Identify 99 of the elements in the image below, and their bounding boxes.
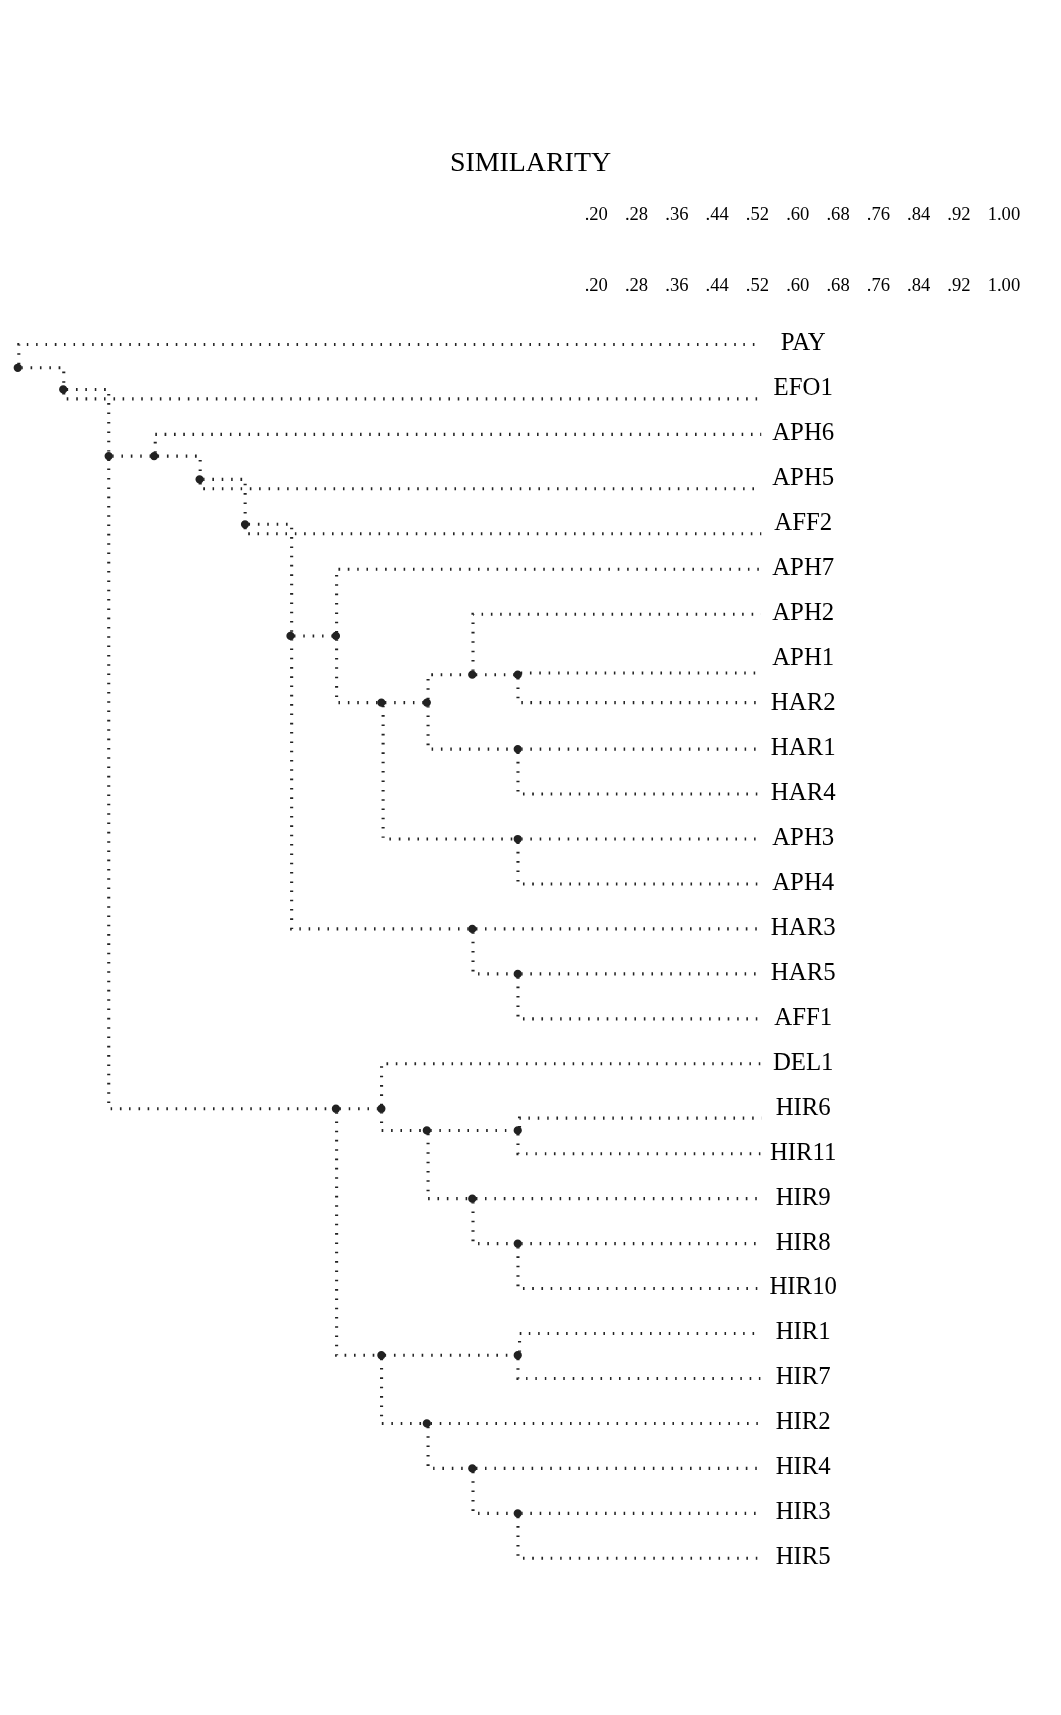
connector	[294, 633, 333, 637]
node-point	[286, 631, 295, 640]
node-text: HIR1	[775, 1316, 831, 1344]
node-text: HIR5	[775, 1541, 831, 1569]
label: .52	[745, 202, 770, 224]
node-text: HIR2	[775, 1406, 831, 1434]
node-point	[422, 1418, 431, 1428]
node-text: HAR3	[770, 912, 836, 940]
label: .68	[826, 202, 850, 224]
node-text: HIR7	[775, 1361, 831, 1389]
connector	[380, 1111, 424, 1132]
label: .28	[624, 202, 649, 224]
node-point	[468, 924, 477, 933]
connector	[335, 639, 378, 704]
node-point	[513, 1239, 522, 1248]
label: .36	[665, 273, 689, 295]
connector	[290, 638, 469, 930]
node-point	[377, 1104, 386, 1113]
connector	[384, 700, 424, 704]
label: .92	[947, 202, 971, 224]
node-point	[377, 697, 386, 707]
node-text: APH4	[772, 867, 835, 895]
node-text: HAR5	[770, 957, 836, 985]
label: .28	[624, 273, 649, 295]
node-point	[513, 1125, 522, 1135]
node-text: HIR11	[769, 1137, 837, 1165]
label: 1.00	[987, 202, 1021, 224]
node-text: HIR6	[775, 1092, 831, 1120]
node-text: HIR10	[769, 1271, 837, 1299]
node-point	[513, 1350, 522, 1359]
connector	[66, 387, 111, 453]
node-point	[150, 451, 159, 460]
label: .60	[786, 273, 810, 295]
node-text: APH5	[772, 462, 835, 490]
node-point	[59, 384, 68, 394]
label: .60	[786, 202, 810, 224]
label: .44	[705, 273, 729, 295]
diagram-title: SIMILARITY	[449, 145, 612, 177]
node-text: APH3	[772, 822, 835, 850]
connector	[248, 522, 294, 633]
label: .76	[866, 273, 891, 295]
connector	[380, 1061, 762, 1105]
label: .52	[745, 273, 770, 295]
node-point	[513, 969, 522, 978]
node-text: HAR1	[770, 732, 836, 760]
node-point	[331, 631, 341, 640]
label: .68	[826, 273, 850, 295]
label: .20	[584, 273, 608, 295]
node-point	[513, 670, 522, 679]
node-point	[422, 1125, 431, 1135]
label: .92	[947, 273, 971, 295]
node-text: HIR4	[775, 1451, 831, 1479]
label: .44	[705, 202, 729, 224]
label: .20	[584, 202, 608, 224]
node-text: HIR9	[775, 1182, 831, 1210]
connector	[380, 1358, 424, 1425]
node-text: APH6	[772, 417, 835, 445]
label: .76	[866, 202, 891, 224]
connector	[335, 567, 761, 632]
node-text: AFF2	[774, 507, 833, 535]
node-text: HIR8	[775, 1227, 831, 1254]
connector	[243, 527, 762, 535]
node-point	[240, 519, 250, 528]
node-text: APH1	[772, 642, 835, 670]
node-text: DEL1	[772, 1047, 834, 1075]
node-text: HIR3	[775, 1496, 831, 1524]
node-text: HAR4	[770, 777, 836, 805]
node-text: PAY	[780, 327, 826, 355]
connector	[426, 1133, 469, 1200]
label: .84	[907, 273, 931, 295]
node-point	[422, 697, 431, 707]
node-text: APH7	[772, 552, 835, 580]
node-point	[468, 1194, 477, 1203]
connector	[112, 454, 151, 458]
node-point	[13, 363, 22, 372]
node-text: HAR2	[770, 687, 836, 715]
connector	[339, 1106, 378, 1110]
node-point	[331, 1104, 341, 1113]
connector	[107, 459, 332, 1110]
node-text: EFO1	[773, 372, 833, 400]
connector	[381, 705, 514, 841]
connector	[516, 1133, 762, 1155]
connector	[21, 365, 66, 386]
node-point	[104, 451, 113, 460]
node-point	[513, 1508, 522, 1517]
node-point	[468, 1463, 477, 1472]
connector	[516, 1358, 762, 1380]
label: 1.00	[987, 273, 1021, 295]
node-point	[377, 1350, 386, 1359]
label: .84	[907, 202, 931, 224]
connector	[153, 432, 762, 453]
node-text: AFF1	[774, 1002, 833, 1030]
node-point	[513, 744, 522, 753]
node-point	[468, 670, 477, 679]
label: .36	[665, 202, 689, 224]
node-point	[513, 834, 522, 843]
node-point	[195, 474, 204, 483]
node-text: APH2	[772, 597, 835, 625]
connector	[475, 672, 515, 676]
